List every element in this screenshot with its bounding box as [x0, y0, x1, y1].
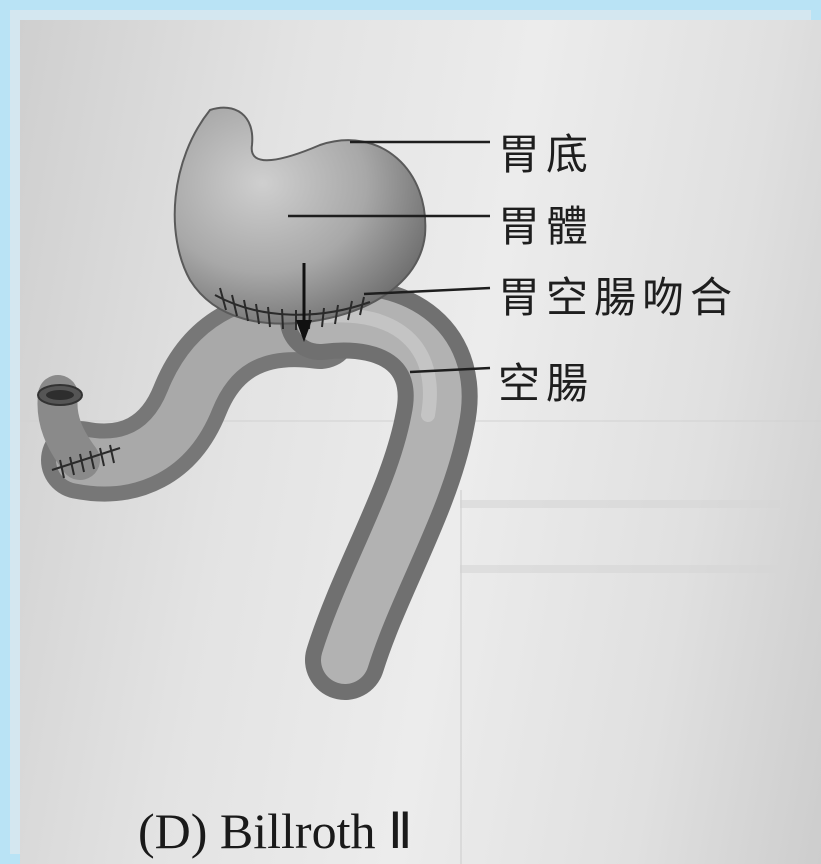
label-gastrojejunostomy: 胃空腸吻合 [498, 264, 738, 325]
billroth-ii-diagram [20, 20, 821, 864]
label-jejunum: 空腸 [498, 350, 594, 411]
textbook-page: 胃底 胃體 胃空腸吻合 空腸 (D) Billroth Ⅱ [20, 20, 821, 864]
label-gastric-body: 胃體 [498, 193, 594, 254]
figure-caption: (D) Billroth Ⅱ [138, 802, 413, 860]
label-fundus: 胃底 [498, 121, 594, 182]
